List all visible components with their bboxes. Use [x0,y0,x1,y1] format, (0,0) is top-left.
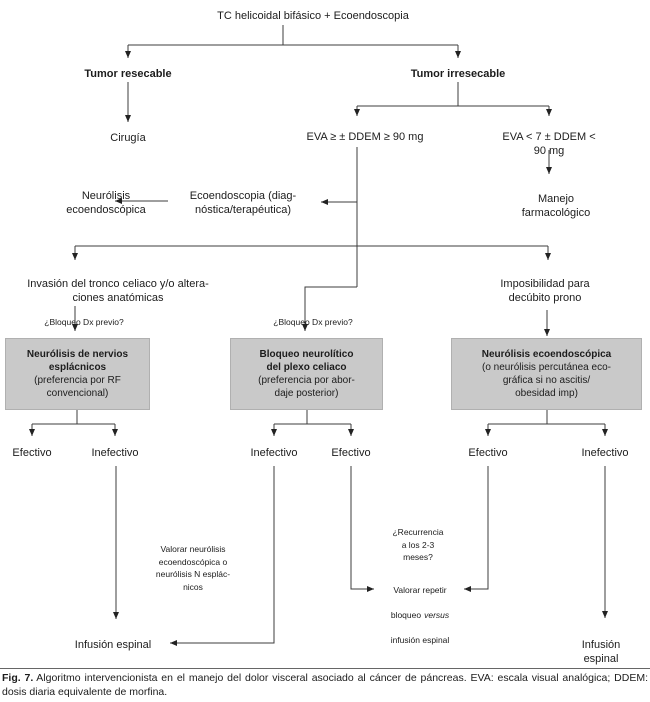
outcome-label: Inefectivo [250,447,298,459]
label-valorar-neurolisis: Valorar neurólisis ecoendoscópica o neur… [155,544,231,592]
label-bloqueo-dx-centro: ¿Bloqueo Dx previo? [273,317,353,327]
box-neurolisis-esplacnicos: Neurólisis de nervios esplácnicos (prefe… [5,338,150,410]
box-neurolisis-ecoendoscopica: Neurólisis ecoendoscópica (o neurólisis … [451,338,642,410]
outcome-label: Inefectivo [91,447,139,459]
outcome-label: Efectivo [12,447,52,459]
label-bloqueo-dx-izquierda: ¿Bloqueo Dx previo? [44,317,124,327]
node-ecoendoscopia: Ecoendoscopia (diag- nóstica/terapéutica… [189,190,297,216]
node-tumor-resecable: Tumor resecable [84,68,172,80]
node-manejo-farmacologico: Manejo farmacológico [521,193,591,219]
node-eva-baja: EVA < 7 ± DDEM < 90 mg [502,131,596,157]
box-subtitle: (preferencia por abor- daje posterior) [258,375,355,399]
node-cirugia: Cirugía [110,132,146,144]
outcome-label: Efectivo [331,447,371,459]
caption-divider [0,668,650,669]
node-neurolisis-ecoendoscopica: Neurólisis ecoendoscópica [66,190,146,216]
box-title: Bloqueo neurolítico del plexo celiaco [259,349,354,373]
label-recurrencia: ¿Recurrencia a los 2-3 meses? [392,527,444,562]
figure-caption: Fig. 7.Algoritmo intervencionista en el … [2,672,648,699]
caption-text: Algoritmo intervencionista en el manejo … [2,672,648,698]
box-title: Neurólisis ecoendoscópica [481,349,612,360]
flowchart-connectors [29,25,608,646]
label-valorar-repetir-line3: infusión espinal [390,634,450,645]
label-valorar-repetir-line1: Valorar repetir [393,584,447,595]
node-eva-alta: EVA ≥ ± DDEM ≥ 90 mg [306,131,424,143]
box-title: Neurólisis de nervios esplácnicos [26,349,129,373]
outcome-label: Inefectivo [581,447,629,459]
box-subtitle: (o neurólisis percutánea eco- gráfica si… [482,362,611,399]
outcome-label: Efectivo [468,447,508,459]
node-tumor-irresecable: Tumor irresecable [410,68,506,80]
caption-label: Fig. 7. [2,672,34,684]
node-imposibilidad-decubito: Imposibilidad para decúbito prono [500,278,590,304]
connector-lines [29,25,608,646]
node-infusion-espinal-derecha: Infusión espinal [581,639,621,665]
box-bloqueo-plexo-celiaco: Bloqueo neurolítico del plexo celiaco (p… [230,338,383,410]
node-invasion-tronco: Invasión del tronco celiaco y/o altera- … [27,278,209,304]
box-subtitle: (preferencia por RF convencional) [34,375,121,399]
node-title: TC helicoidal bifásico + Ecoendoscopia [217,10,409,22]
node-infusion-espinal-izquierda: Infusión espinal [74,639,152,651]
